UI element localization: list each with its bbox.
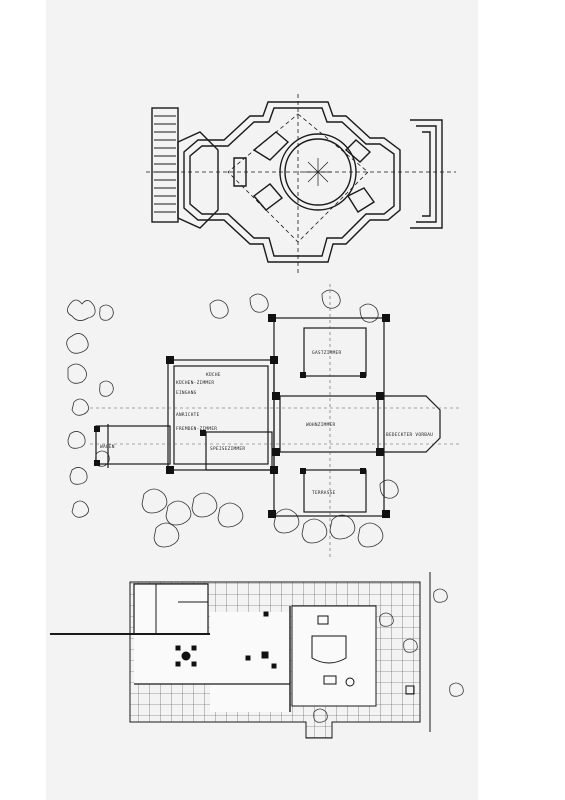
- label-guest: FREMDEN-ZIMMER: [176, 426, 217, 432]
- open-plan-pavilion: [50, 572, 520, 742]
- label-bedroom: GASTZIMMER: [312, 350, 341, 356]
- label-porch: TERRASSE: [312, 490, 336, 496]
- label-pantry: ANRICHTE: [176, 412, 200, 418]
- label-covered-porch: BEDECKTER VORBAU: [386, 432, 433, 438]
- label-service-entry: EINGANG: [176, 390, 197, 396]
- prairie-house-plan: KÜCHE KÜCHEN-ZIMMER EINGANG ANRICHTE SPE…: [60, 284, 460, 560]
- label-living: WOHNZIMMER: [306, 422, 335, 428]
- label-kitchen: KÜCHE: [206, 371, 221, 378]
- centralized-villa-plan: [138, 92, 468, 278]
- label-dining: SPEISEZIMMER: [210, 446, 245, 452]
- label-garage: WAGEN: [100, 444, 115, 450]
- label-kitchen-annex: KÜCHEN-ZIMMER: [176, 379, 214, 386]
